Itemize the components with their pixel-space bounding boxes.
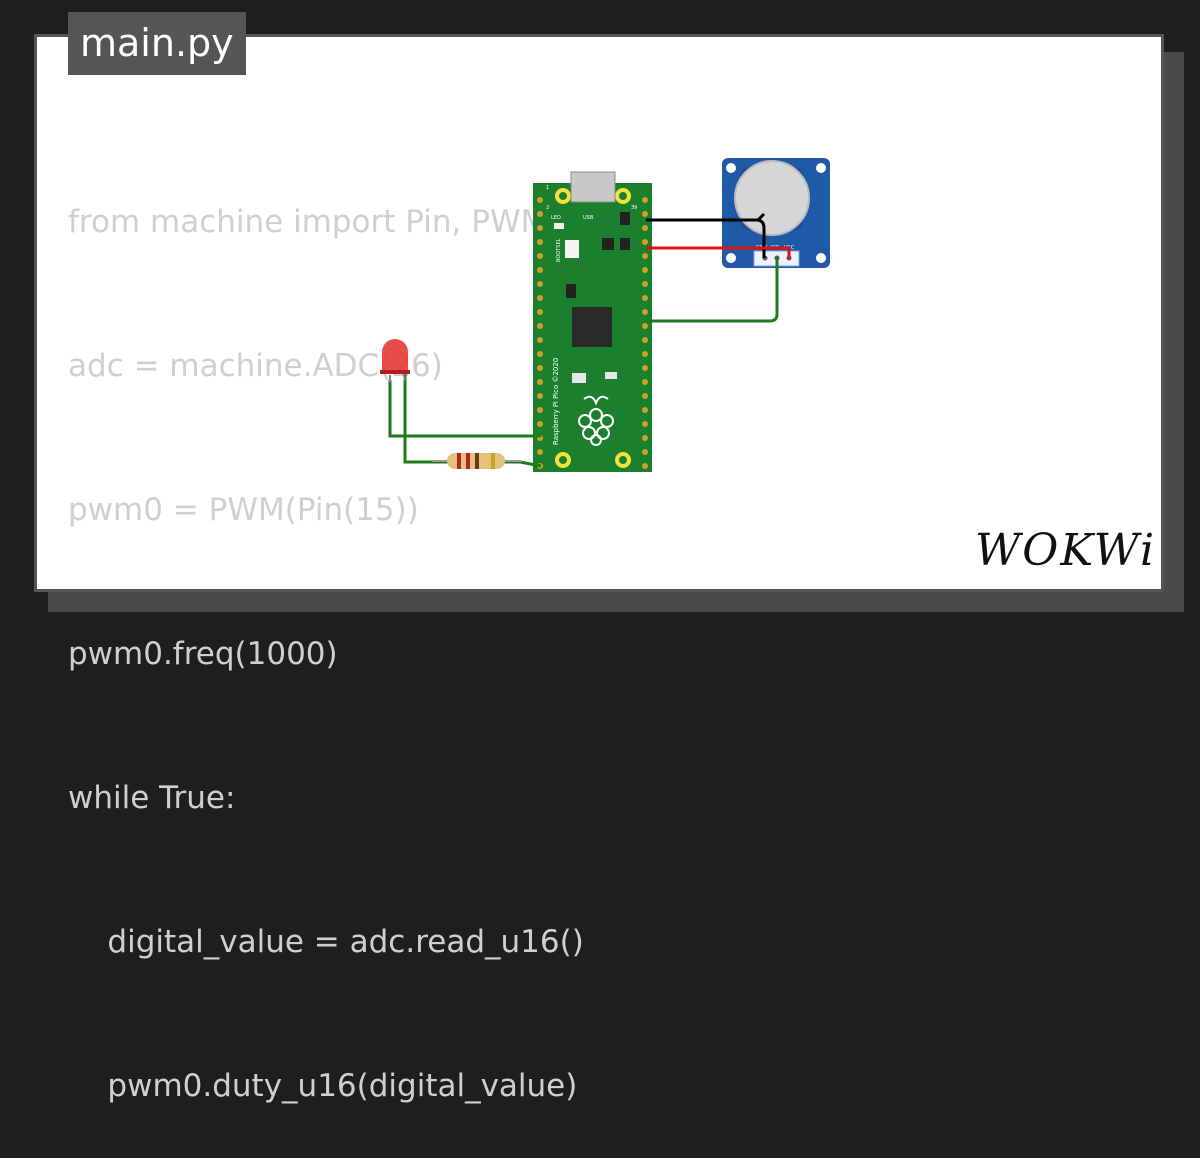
wire-signal[interactable] [646, 258, 779, 323]
smd-component [620, 238, 630, 250]
potentiometer[interactable]: GND SIG VCC [722, 158, 830, 268]
code-line: pwm0.freq(1000) [68, 636, 338, 672]
wire-gnd-end [756, 212, 766, 222]
pin-2-label: 2 [546, 205, 549, 211]
wokwi-logo: WOKWi [975, 525, 1157, 576]
rp2040-chip [572, 307, 612, 347]
pico-pins-right [642, 197, 648, 469]
wire-led-anode[interactable] [388, 380, 541, 438]
file-tab[interactable]: main.py [68, 12, 246, 75]
smd-component [566, 284, 576, 298]
resistor[interactable] [432, 453, 522, 469]
code-line: while True: [68, 780, 236, 816]
raspberry-logo-icon [578, 395, 614, 446]
bootsel-button[interactable] [565, 240, 579, 258]
usb-connector [570, 171, 616, 203]
usb-label: USB [583, 215, 594, 221]
smd-component [572, 373, 586, 383]
pico-pins-left [537, 197, 543, 469]
wire-ground-return[interactable] [403, 372, 542, 468]
bootsel-label: BOOTSEL [556, 238, 562, 262]
smd-component [602, 238, 614, 250]
pico-board[interactable]: USB LED 2 1 39 BOOTSEL Raspberry Pi Pico… [533, 171, 652, 472]
pin-1-label: 1 [546, 185, 549, 191]
pico-mounting-holes [555, 188, 631, 468]
led-label: LED [551, 215, 561, 221]
potentiometer-knob[interactable] [734, 160, 810, 236]
onboard-led [554, 223, 564, 229]
wire-vcc[interactable] [646, 246, 791, 258]
board-silkscreen: Raspberry Pi Pico ©2020 [552, 358, 560, 445]
led-body [382, 339, 408, 372]
code-line: digital_value = adc.read_u16() [68, 924, 584, 960]
smd-component [605, 372, 617, 379]
circuit-diagram: USB LED 2 1 39 BOOTSEL Raspberry Pi Pico… [380, 158, 830, 472]
smd-component [620, 212, 630, 225]
led[interactable] [380, 339, 410, 382]
pin-39-label: 39 [631, 205, 637, 211]
code-line: pwm0 = PWM(Pin(15)) [68, 492, 419, 528]
code-line: pwm0.duty_u16(digital_value) [68, 1068, 578, 1104]
